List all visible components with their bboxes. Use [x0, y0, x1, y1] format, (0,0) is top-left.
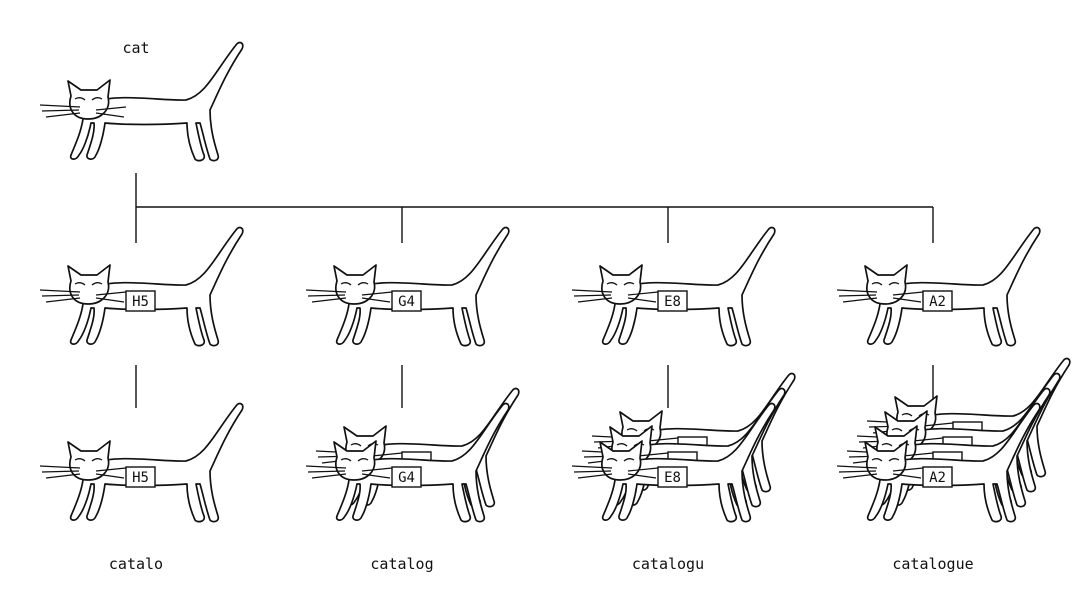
cat-tag: E8 — [664, 294, 681, 310]
branch-label: catalogu — [632, 555, 704, 573]
tagged-cat: G4 — [305, 226, 510, 347]
tagged-cat: A2 — [836, 226, 1041, 347]
branch-label: catalog — [370, 555, 433, 573]
tagged-cat: H5 — [39, 226, 244, 347]
branch-3: E8 E8 catalogu — [571, 226, 796, 573]
tagged-cat: E8 — [571, 226, 776, 347]
branch-2: G4 G4 catalog — [305, 226, 520, 573]
branch-label: catalo — [109, 555, 163, 573]
connector-lines — [135, 173, 934, 408]
cat-tag: G4 — [398, 294, 415, 310]
root-label: cat — [122, 39, 149, 57]
cat-tag: H5 — [132, 294, 149, 310]
cat-stack: G4 — [305, 387, 520, 523]
cat-tag: G4 — [398, 470, 415, 486]
cat-tag: A2 — [929, 470, 946, 486]
cat-tag: E8 — [664, 470, 681, 486]
branch-label: catalogue — [892, 555, 973, 573]
root-cat-drawing — [39, 41, 244, 162]
cat-stack: H5 — [39, 402, 244, 523]
cat-stack: A2 — [836, 357, 1071, 523]
cat-tag: A2 — [929, 294, 946, 310]
cat-stack: E8 — [571, 372, 796, 523]
branch-4: A2 A2 catalogue — [836, 226, 1071, 573]
cat-tag: H5 — [132, 470, 149, 486]
branch-1: H5 H5 catalo — [39, 226, 244, 573]
